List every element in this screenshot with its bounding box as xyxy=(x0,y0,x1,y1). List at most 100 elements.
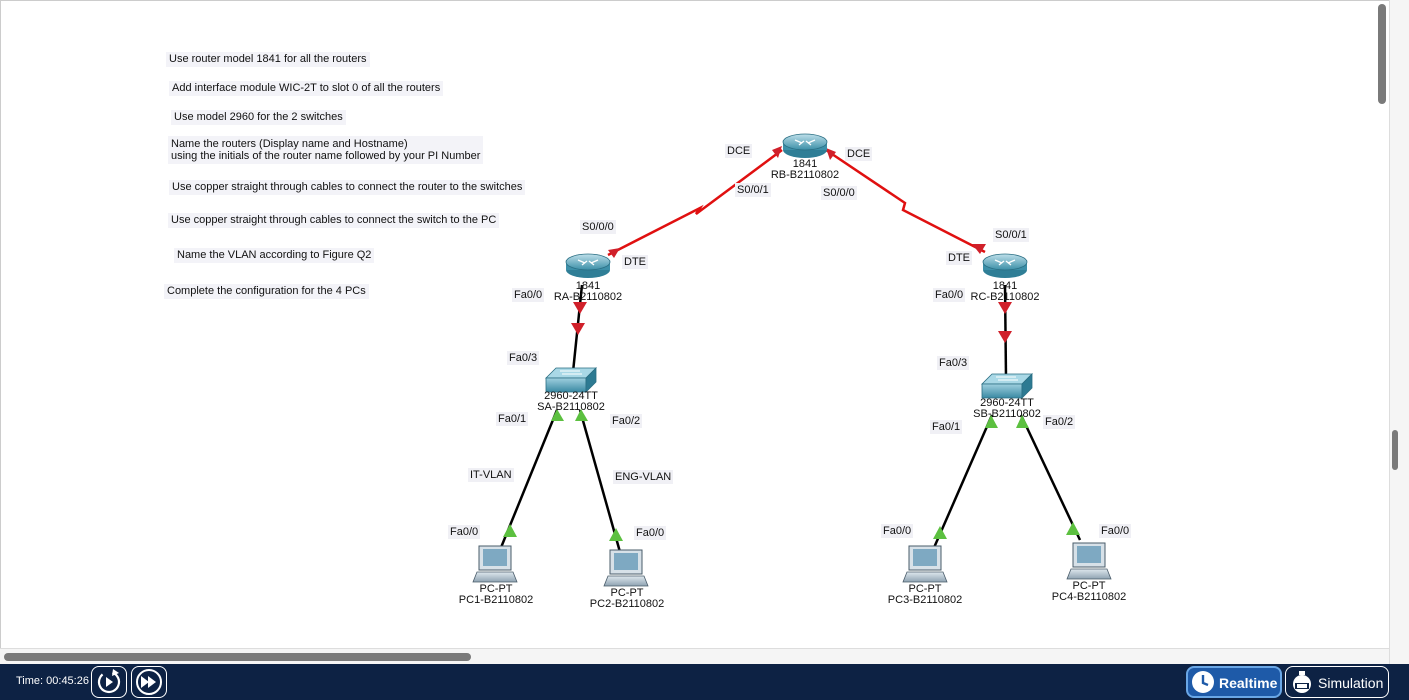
link-status-down xyxy=(571,323,585,335)
fast-forward-time-button[interactable] xyxy=(131,666,167,698)
realtime-label: Realtime xyxy=(1219,675,1278,691)
link-status-up xyxy=(1016,415,1029,428)
pc-icon-pc1[interactable] xyxy=(472,545,518,583)
router-icon-rb[interactable] xyxy=(782,133,828,158)
serial-link-rb-rc[interactable] xyxy=(825,148,986,254)
switch-sb-model: 2960-24TT xyxy=(980,397,1034,409)
horizontal-scrollbar-thumb[interactable] xyxy=(4,653,471,661)
router-icon-rc[interactable] xyxy=(982,253,1028,278)
time-display: Time: 00:45:26 xyxy=(16,675,89,687)
label-rc-dte[interactable]: DTE xyxy=(946,251,972,265)
pc1-label[interactable]: PC-PT PC1-B2110802 xyxy=(459,584,533,606)
pc2-model: PC-PT xyxy=(610,587,644,599)
label-rc-s001[interactable]: S0/0/1 xyxy=(993,228,1029,242)
note-naming[interactable]: Name the routers (Display name and Hostn… xyxy=(168,136,484,164)
label-sb-fa03[interactable]: Fa0/3 xyxy=(937,356,970,370)
logical-workspace[interactable] xyxy=(0,0,1390,649)
router-rb-label[interactable]: 1841 RB-B2110802 xyxy=(771,159,839,181)
link-status-up xyxy=(575,409,588,421)
link-status-up xyxy=(503,524,517,537)
pc-icon-pc3[interactable] xyxy=(902,545,948,583)
label-pc4-fa00[interactable]: Fa0/0 xyxy=(1099,524,1132,538)
link-sb-pc3[interactable] xyxy=(931,414,994,551)
switch-sa-label[interactable]: 2960-24TT SA-B2110802 xyxy=(537,391,605,413)
label-dce-right[interactable]: DCE xyxy=(845,147,873,161)
power-cycle-devices-button[interactable] xyxy=(91,666,127,698)
pc3-model: PC-PT xyxy=(908,583,942,595)
label-pc2-fa00[interactable]: Fa0/0 xyxy=(634,526,667,540)
pc4-name: PC4-B2110802 xyxy=(1051,591,1127,603)
switch-icon-sb[interactable] xyxy=(981,373,1033,399)
switch-sb-name: SB-B2110802 xyxy=(973,408,1041,420)
label-sa-fa01[interactable]: Fa0/1 xyxy=(496,412,529,426)
label-pc3-fa00[interactable]: Fa0/0 xyxy=(881,524,914,538)
pc3-label[interactable]: PC-PT PC3-B2110802 xyxy=(888,584,962,606)
label-pc1-fa00[interactable]: Fa0/0 xyxy=(448,525,481,539)
label-eng-vlan[interactable]: ENG-VLAN xyxy=(613,470,674,484)
note-naming-line1: Name the routers (Display name and Hostn… xyxy=(171,138,408,150)
switch-sb-label[interactable]: 2960-24TT SB-B2110802 xyxy=(973,398,1041,420)
clock-icon xyxy=(1192,671,1214,693)
label-rb-s001[interactable]: S0/0/1 xyxy=(735,183,771,197)
router-icon-ra[interactable] xyxy=(565,253,611,278)
realtime-mode-button[interactable]: Realtime xyxy=(1186,666,1282,698)
pc1-model: PC-PT xyxy=(479,583,513,595)
router-rc-label[interactable]: 1841 RC-B2110802 xyxy=(971,281,1040,303)
label-dce-left[interactable]: DCE xyxy=(725,144,753,158)
note-router-model[interactable]: Use router model 1841 for all the router… xyxy=(166,52,370,67)
note-vlan-naming[interactable]: Name the VLAN according to Figure Q2 xyxy=(174,248,375,263)
label-ra-fa00[interactable]: Fa0/0 xyxy=(512,288,545,302)
router-rb-model: 1841 xyxy=(792,158,818,170)
label-rc-fa00[interactable]: Fa0/0 xyxy=(933,288,966,302)
label-ra-s000[interactable]: S0/0/0 xyxy=(580,220,616,234)
pc2-label[interactable]: PC-PT PC2-B2110802 xyxy=(590,588,664,610)
pc4-label[interactable]: PC-PT PC4-B2110802 xyxy=(1052,581,1126,603)
topology-canvas xyxy=(472,133,1112,587)
link-status-down xyxy=(608,248,620,258)
link-status-down xyxy=(998,302,1012,314)
power-cycle-icon xyxy=(97,669,121,694)
switch-sa-model: 2960-24TT xyxy=(544,390,598,402)
label-rb-s000[interactable]: S0/0/0 xyxy=(821,186,857,200)
pc2-name: PC2-B2110802 xyxy=(589,598,665,610)
link-status-up xyxy=(1066,522,1080,535)
label-ra-dte[interactable]: DTE xyxy=(622,255,648,269)
label-sb-fa02[interactable]: Fa0/2 xyxy=(1043,415,1076,429)
router-ra-model: 1841 xyxy=(575,280,601,292)
switch-sa-name: SA-B2110802 xyxy=(537,401,605,413)
link-status-down xyxy=(998,331,1012,343)
router-ra-name: RA-B2110802 xyxy=(553,291,623,303)
link-status-down xyxy=(772,146,782,158)
serial-link-ra-rb[interactable] xyxy=(607,148,783,257)
simulation-mode-button[interactable]: Simulation xyxy=(1285,666,1389,698)
switch-icon-sa[interactable] xyxy=(545,367,597,393)
pc-icon-pc4[interactable] xyxy=(1066,542,1112,580)
note-pc-config[interactable]: Complete the configuration for the 4 PCs xyxy=(164,284,369,299)
label-sb-fa01[interactable]: Fa0/1 xyxy=(930,420,963,434)
link-status-up xyxy=(933,526,947,539)
note-naming-line2: using the initials of the router name fo… xyxy=(171,150,481,162)
note-switch-pc-cables[interactable]: Use copper straight through cables to co… xyxy=(168,213,500,228)
link-sb-pc4[interactable] xyxy=(1019,414,1082,541)
router-ra-label[interactable]: 1841 RA-B2110802 xyxy=(554,281,622,303)
link-status-down xyxy=(573,302,587,314)
label-sa-fa03[interactable]: Fa0/3 xyxy=(507,351,540,365)
pc-icon-pc2[interactable] xyxy=(603,549,649,587)
vertical-scrollbar[interactable] xyxy=(1389,0,1409,664)
panel-resize-handle[interactable] xyxy=(1392,430,1398,470)
vertical-scrollbar-thumb[interactable] xyxy=(1378,4,1386,104)
note-router-switch-cables[interactable]: Use copper straight through cables to co… xyxy=(169,180,526,195)
pc3-name: PC3-B2110802 xyxy=(887,594,963,606)
router-rc-name: RC-B2110802 xyxy=(970,291,1040,303)
simulation-label: Simulation xyxy=(1318,675,1384,691)
link-status-up xyxy=(551,409,564,421)
link-sa-pc2[interactable] xyxy=(578,409,622,553)
router-rb-name: RB-B2110802 xyxy=(770,169,840,181)
link-status-up xyxy=(985,415,998,428)
note-interface-module[interactable]: Add interface module WIC-2T to slot 0 of… xyxy=(169,81,444,96)
label-sa-fa02[interactable]: Fa0/2 xyxy=(610,414,643,428)
label-it-vlan[interactable]: IT-VLAN xyxy=(468,468,514,482)
bottom-toolbar xyxy=(0,664,1409,700)
fast-forward-icon xyxy=(136,669,162,695)
note-switch-model[interactable]: Use model 2960 for the 2 switches xyxy=(171,110,346,125)
